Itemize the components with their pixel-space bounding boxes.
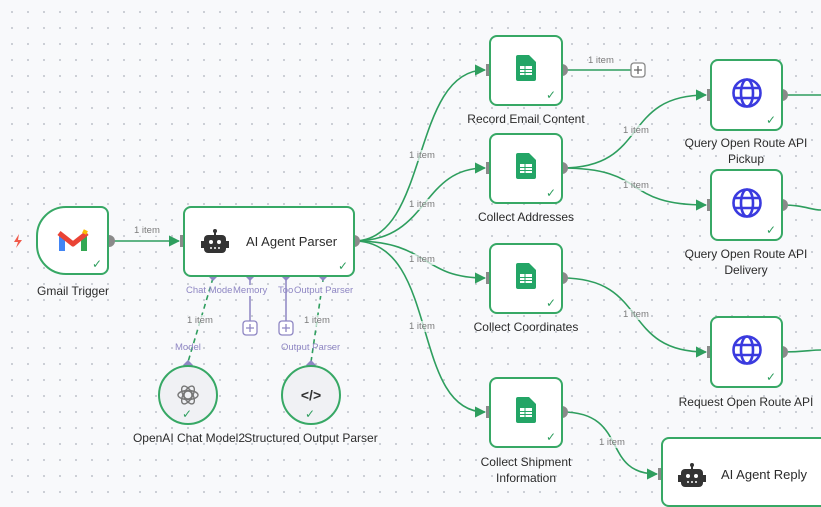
google-sheets-icon	[516, 153, 536, 184]
edge-label: 1 item	[623, 180, 649, 191]
success-check-icon: ✓	[304, 407, 315, 421]
connections	[14, 62, 821, 480]
edge-label: 1 item	[409, 254, 435, 265]
edge	[187, 277, 214, 363]
collect-addresses-node[interactable]: ✓	[489, 133, 563, 204]
success-check-icon: ✓	[765, 113, 776, 127]
success-check-icon: ✓	[181, 407, 192, 421]
record-email-content-node[interactable]: ✓	[489, 35, 563, 106]
edge-label: 1 item	[623, 125, 649, 136]
success-check-icon: ✓	[765, 370, 776, 384]
robot-icon	[200, 228, 230, 255]
port-label-output-parser: Output Parser	[294, 285, 354, 296]
success-check-icon: ✓	[337, 259, 348, 273]
node-label: Collect Addresses	[477, 210, 575, 224]
openai-chat-model-node[interactable]: ✓	[158, 365, 218, 425]
success-check-icon: ✓	[91, 257, 102, 271]
node-title: AI Agent Parser	[246, 234, 338, 249]
node-label: Query Open Route API Pickup	[684, 136, 808, 166]
success-check-icon: ✓	[545, 430, 556, 444]
node-label: Query Open Route API Delivery	[684, 247, 808, 277]
node-label: Request Open Route API	[678, 395, 814, 409]
robot-icon	[677, 463, 707, 489]
node-label: Collect Coordinates	[473, 320, 579, 334]
port-label-memory: Memory	[233, 285, 268, 296]
ai-agent-reply-node[interactable]: AI Agent Reply	[661, 437, 821, 507]
node-label: Gmail Trigger	[36, 284, 110, 298]
openai-icon	[177, 385, 199, 405]
edge-label: 1 item	[599, 437, 625, 448]
success-check-icon: ✓	[545, 296, 556, 310]
success-check-icon: ✓	[765, 223, 776, 237]
port-label-tool: Tool	[278, 285, 296, 296]
edge-label: 1 item	[409, 150, 435, 161]
edge	[310, 279, 324, 363]
node-title: AI Agent Reply	[721, 467, 807, 482]
code-icon: </>	[300, 387, 322, 403]
google-sheets-icon	[516, 263, 536, 294]
node-label: Collect Shipment Information	[480, 455, 572, 485]
globe-icon	[731, 77, 763, 114]
edge-label: 1 item	[134, 225, 160, 236]
edge-label: 1 item	[187, 315, 213, 326]
collect-shipment-information-node[interactable]: ✓	[489, 377, 563, 448]
lightning-icon	[14, 234, 22, 248]
edge-label: 1 item	[588, 55, 614, 66]
request-open-route-api-node[interactable]: ✓	[710, 316, 783, 388]
query-open-route-api-delivery-node[interactable]: ✓	[710, 169, 783, 241]
success-check-icon: ✓	[545, 88, 556, 102]
edge-label: 1 item	[409, 321, 435, 332]
query-open-route-api-pickup-node[interactable]: ✓	[710, 59, 783, 131]
success-check-icon: ✓	[545, 186, 556, 200]
port-label-chat-model: Chat Model	[186, 285, 235, 296]
google-sheets-icon	[516, 397, 536, 428]
port-label-model: Model	[175, 342, 201, 353]
port-label-output-parser: Output Parser	[281, 342, 341, 353]
node-label: Record Email Content	[467, 112, 585, 126]
structured-output-parser-node[interactable]: </> ✓	[281, 365, 341, 425]
ai-agent-parser-node[interactable]: AI Agent Parser ✓	[183, 206, 355, 277]
node-label: Structured Output Parser	[244, 431, 378, 445]
edge-label: 1 item	[409, 199, 435, 210]
edge-label: 1 item	[304, 315, 330, 326]
google-sheets-icon	[516, 55, 536, 86]
gmail-icon	[56, 228, 89, 251]
gmail-trigger-node[interactable]: ✓	[36, 206, 109, 275]
edge-label: 1 item	[623, 309, 649, 320]
globe-icon	[731, 334, 763, 371]
collect-coordinates-node[interactable]: ✓	[489, 243, 563, 314]
node-label: OpenAI Chat Model2	[132, 431, 246, 445]
globe-icon	[731, 187, 763, 224]
